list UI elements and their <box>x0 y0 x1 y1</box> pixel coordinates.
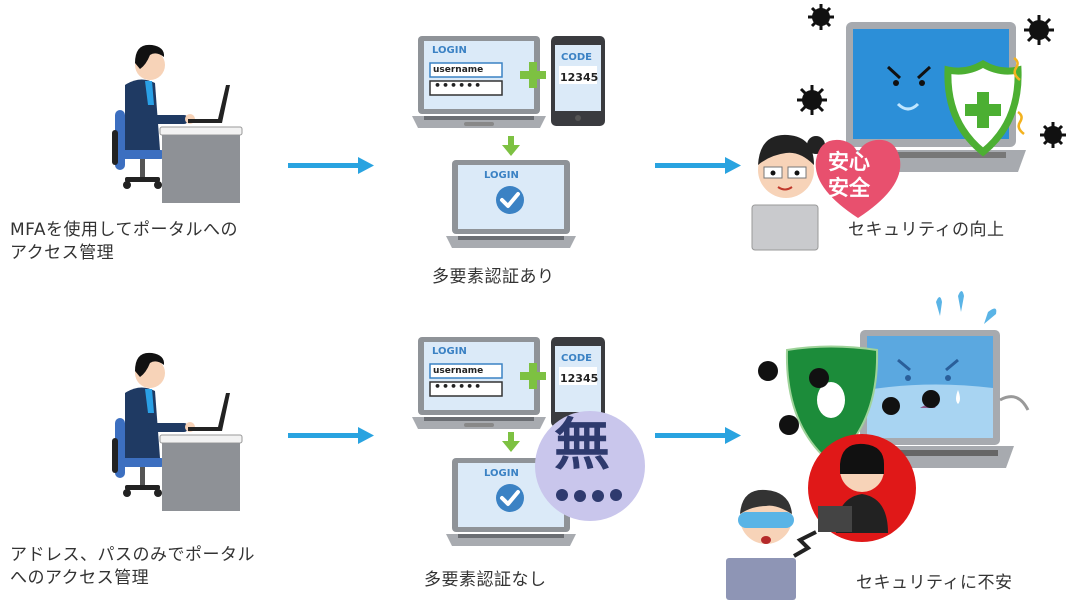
login-laptop-illustration <box>412 337 546 429</box>
flow-arrow-icon <box>655 157 741 174</box>
badge-text-anshin: 安心 <box>828 150 870 174</box>
username-field: username <box>433 366 484 376</box>
badge-text-anzen: 安全 <box>828 176 870 200</box>
password-field: •••••• <box>434 380 483 393</box>
phone-code-title: CODE <box>561 52 592 63</box>
happy-user-illustration <box>751 134 825 251</box>
result-caption: セキュリティの向上 <box>848 220 1005 240</box>
username-field: username <box>433 65 484 75</box>
phone-code-title: CODE <box>561 353 592 364</box>
phone-code-value: 12345 <box>560 71 599 84</box>
smartphone-illustration <box>551 36 605 126</box>
safety-heart-badge <box>815 139 901 218</box>
virus-icon <box>808 4 834 30</box>
hacker-illustration <box>808 434 916 542</box>
auth-caption: 多要素認証なし <box>424 570 547 590</box>
no-mfa-badge <box>535 411 645 521</box>
auth-caption: 多要素認証あり <box>432 267 555 287</box>
plus-icon <box>520 363 546 389</box>
login-success-laptop-illustration <box>446 160 576 248</box>
virus-icon <box>1024 15 1054 45</box>
user-caption: MFAを使用してポータルへの アクセス管理 <box>10 220 239 263</box>
plus-icon <box>520 62 546 88</box>
virus-icon <box>882 397 900 415</box>
office-worker-illustration <box>112 44 243 203</box>
login-laptop-illustration <box>412 36 546 128</box>
worried-user-illustration <box>726 489 817 600</box>
virus-icon <box>797 85 827 115</box>
virus-icon <box>922 390 940 408</box>
flow-arrow-icon <box>288 427 374 444</box>
flow-arrow-icon <box>288 157 374 174</box>
success-login-title: LOGIN <box>484 468 519 479</box>
down-arrow-icon <box>502 136 520 156</box>
virus-icon <box>758 361 778 381</box>
result-caption: セキュリティに不安 <box>856 573 1013 593</box>
no-mfa-glyph: 無 <box>554 413 610 478</box>
office-worker-illustration <box>112 352 243 511</box>
login-title: LOGIN <box>432 346 467 357</box>
virus-icon <box>1040 122 1066 148</box>
password-field: •••••• <box>434 79 483 92</box>
smartphone-illustration <box>551 337 605 427</box>
user-caption: アドレス、パスのみでポータル へのアクセス管理 <box>10 545 255 588</box>
virus-icon <box>779 415 799 435</box>
flow-arrow-icon <box>655 427 741 444</box>
phone-code-value: 12345 <box>560 372 599 385</box>
success-login-title: LOGIN <box>484 170 519 181</box>
down-arrow-icon <box>502 432 520 452</box>
login-title: LOGIN <box>432 45 467 56</box>
virus-icon <box>809 368 829 388</box>
